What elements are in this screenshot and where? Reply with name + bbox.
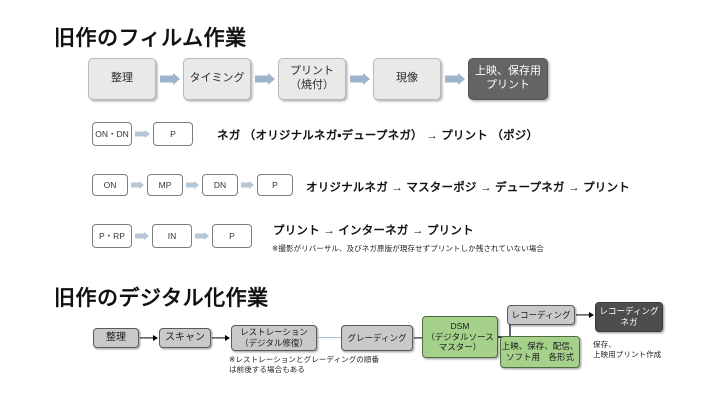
code-arrow-r2-1: [131, 180, 144, 190]
film-step-print[interactable]: プリント （焼付）: [278, 58, 346, 100]
digital-step-dsm[interactable]: DSM （デジタルソース マスター）: [422, 316, 498, 358]
code-arrow-r2-3: [241, 180, 254, 190]
film-row-2-description: オリジナルネガ → マスターポジ → デュープネガ → プリント: [306, 182, 630, 194]
film-row-3-note: ※撮影がリバーサル、及びネガ原版が現存せずプリントしか残されていない場合: [272, 244, 545, 253]
film-arrow-1: [160, 72, 180, 86]
section-title-film: 旧作のフィルム作業: [54, 27, 247, 50]
digital-arrow-4: [576, 309, 594, 321]
digital-note-recording-negative: 保存、 上映用プリント作成: [593, 340, 662, 360]
code-box-on[interactable]: ON: [92, 174, 128, 196]
digital-step-scan[interactable]: スキャン: [159, 328, 211, 348]
code-arrow-r2-2: [186, 180, 199, 190]
code-box-in[interactable]: IN: [152, 224, 192, 248]
film-step-timing[interactable]: タイミング: [183, 58, 251, 100]
digital-step-formats[interactable]: 上映、保存、配信、 ソフト用 各形式: [500, 336, 580, 368]
film-arrow-2: [255, 72, 275, 86]
digital-note-restoration: ※レストレーションとグレーディングの順番 は前後する場合もある: [229, 355, 380, 375]
digital-step-grading[interactable]: グレーディング: [341, 325, 413, 351]
digital-step-restoration[interactable]: レストレーション （デジタル修復）: [231, 325, 317, 351]
code-box-dn[interactable]: DN: [202, 174, 238, 196]
digital-connector-restoration-grading: [317, 337, 341, 339]
film-step-seiri[interactable]: 整理: [88, 58, 156, 100]
code-arrow-r3-1: [135, 230, 149, 241]
code-box-p-rp[interactable]: P・RP: [92, 224, 132, 248]
film-row-3-description: プリント → インターネガ → プリント: [273, 225, 474, 237]
section-title-digital: 旧作のデジタル化作業: [54, 287, 269, 310]
digital-step-seiri[interactable]: 整理: [93, 328, 139, 348]
film-row-1-description: ネガ （オリジナルネガ・デュープネガ） → プリント （ポジ）: [217, 130, 539, 142]
code-arrow-r1-1: [135, 128, 150, 140]
digital-step-recording[interactable]: レコーディング: [507, 305, 575, 325]
digital-arrow-2: [212, 332, 230, 344]
digital-arrow-1: [140, 332, 158, 344]
code-box-p-3[interactable]: P: [212, 224, 252, 248]
code-box-on-dn[interactable]: ON・DN: [92, 122, 132, 146]
code-arrow-r3-2: [195, 230, 209, 241]
code-box-mp[interactable]: MP: [147, 174, 183, 196]
film-arrow-4: [445, 72, 465, 86]
film-arrow-3: [350, 72, 370, 86]
film-step-develop[interactable]: 現像: [373, 58, 441, 100]
code-box-p-1[interactable]: P: [153, 122, 193, 146]
digital-step-recording-negative[interactable]: レコーディング ネガ: [595, 302, 663, 332]
film-step-screening-print[interactable]: 上映、保存用 プリント: [468, 58, 548, 100]
code-box-p-2[interactable]: P: [257, 174, 293, 196]
